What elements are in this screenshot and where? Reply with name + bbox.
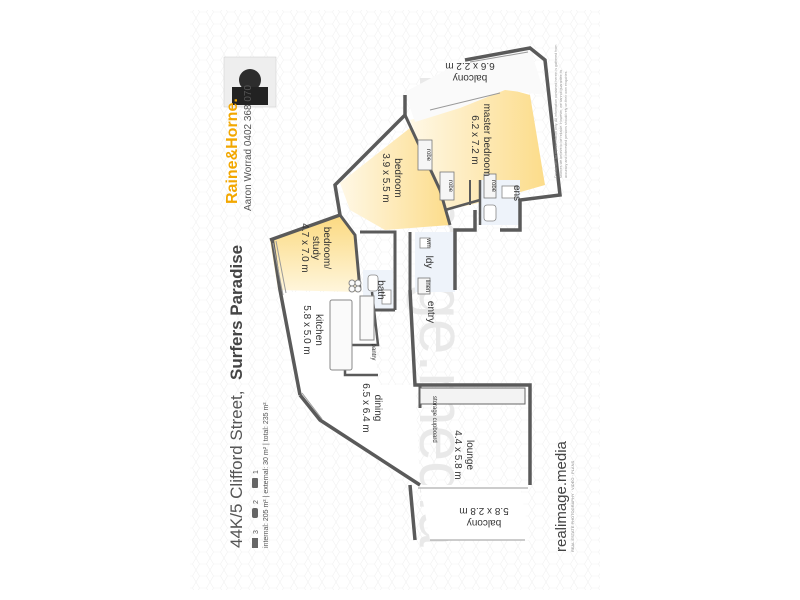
windows <box>272 51 529 541</box>
bath-icon <box>252 508 258 518</box>
agent-branding: Raine&Horne. Aaron Worrad 0402 368 070 <box>223 56 277 211</box>
title-block: 44K/5 Clifford Street, Surfers Paradise … <box>227 245 270 548</box>
car-icon <box>252 478 258 488</box>
size-balcony-bottom: 5.8 x 2.8 m <box>459 505 508 516</box>
label-robe-3: robe <box>490 180 496 193</box>
label-study-1: bedroom/ <box>321 227 332 269</box>
brand-logo: Raine&Horne. <box>224 98 241 204</box>
walls <box>269 46 562 541</box>
feature-icons: 3 2 1 <box>252 470 260 548</box>
robes <box>417 139 497 295</box>
label-ldy: ldy <box>423 256 434 269</box>
area-text: internal: 205 m² | external: 30 m² | tot… <box>263 402 270 548</box>
label-study-2: study <box>310 236 321 260</box>
label-master: master bedroom <box>481 104 492 177</box>
address-text: 44K/5 Clifford Street, <box>227 391 246 549</box>
label-lounge: lounge <box>464 440 475 470</box>
label-balcony-bottom: balcony <box>467 517 501 528</box>
disclaimer-line-3: accuracy and interested persons should r… <box>564 71 568 178</box>
bed-count: 3 <box>253 530 260 534</box>
size-study: 4.7 x 7.0 m <box>299 223 310 272</box>
size-master: 6.2 x 7.2 m <box>469 115 480 164</box>
size-kitchen: 5.8 x 5.0 m <box>301 305 312 354</box>
label-robe-1: robe <box>425 149 431 162</box>
agent-avatar-body <box>232 87 268 105</box>
size-dining: 6.5 x 6.4 m <box>360 383 371 432</box>
label-bath: bath <box>375 280 386 299</box>
bath-fixtures <box>367 185 517 305</box>
label-kitchen: kitchen <box>313 314 324 346</box>
label-balcony-top: balcony <box>453 72 487 83</box>
realimage-logo: realimage.media REAL ESTATE PHOTOGRAPHY … <box>553 440 575 552</box>
storage-cupboard <box>419 387 526 405</box>
label-bedroom: bedroom <box>392 158 403 197</box>
room-labels: balcony 6.6 x 2.2 m master bedroom 6.2 x… <box>299 60 522 528</box>
size-balcony-top: 6.6 x 2.2 m <box>445 60 494 71</box>
label-linen: linen <box>424 280 430 293</box>
disclaimer-line-2: sources we believe to be reliable. Howev… <box>559 70 563 178</box>
label-wm: wm <box>425 237 431 247</box>
size-lounge: 4.4 x 5.8 m <box>452 430 463 479</box>
agent-details: Aaron Worrad 0402 368 070 <box>243 85 254 211</box>
label-storage: storage cupboard <box>431 396 437 443</box>
disclaimer-line-1: Disclaimer: for representation only. All… <box>554 45 558 178</box>
realimage-tagline: REAL ESTATE PHOTOGRAPHY · VIDEO · PLANS <box>570 461 575 552</box>
bed-icon <box>252 538 258 548</box>
disclaimer: Disclaimer: for representation only. All… <box>554 45 568 178</box>
bath-count: 2 <box>253 500 260 504</box>
label-entry: entry <box>425 301 436 323</box>
kitchen-fixtures <box>329 279 375 371</box>
realimage-logo-text: realimage.media <box>553 440 570 552</box>
agent-avatar-head <box>239 69 261 91</box>
suburb-text: Surfers Paradise <box>227 245 246 380</box>
label-robe-2: robe <box>447 180 453 193</box>
label-dining: dining <box>372 395 383 422</box>
size-bedroom: 3.9 x 5.5 m <box>380 153 391 202</box>
label-pantry: pantry <box>370 344 376 361</box>
label-ens: ens <box>511 185 522 201</box>
car-count: 1 <box>253 470 260 474</box>
